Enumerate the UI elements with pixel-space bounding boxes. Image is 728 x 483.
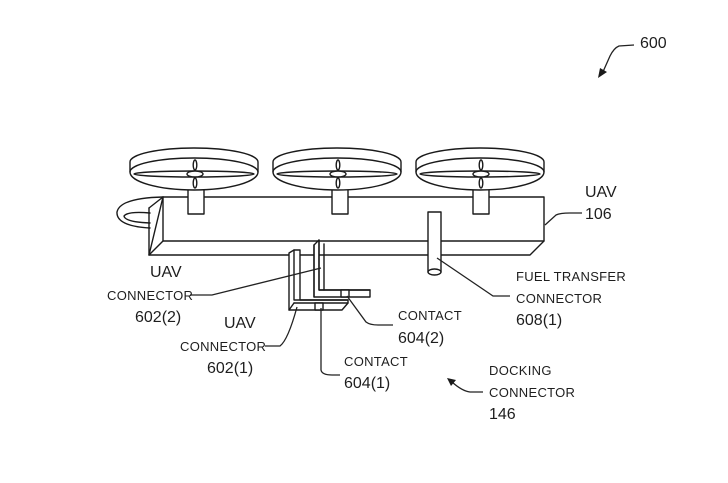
- uav-connector-1-label-type: CONNECTOR: [180, 339, 267, 354]
- uav-connector-602-2: [313, 239, 371, 298]
- uav-connector-2-label-type: CONNECTOR: [107, 288, 194, 303]
- uav-connector-602-1: [288, 249, 349, 311]
- uav-connector-1-label-number: 602(1): [207, 360, 254, 377]
- docking-connector-label-type: CONNECTOR: [489, 385, 576, 400]
- fuel-transfer-label-title: FUEL TRANSFER: [516, 269, 627, 284]
- rotor-2: [272, 147, 402, 191]
- uav-label-number: 106: [585, 206, 612, 223]
- uav-connector-2-label-title: UAV: [150, 264, 182, 281]
- figure-reference-arrow: [598, 44, 635, 78]
- uav-body: [148, 196, 545, 256]
- contact-2-label-title: CONTACT: [398, 308, 462, 323]
- fuel-transfer-label-type: CONNECTOR: [516, 291, 603, 306]
- figure-reference-label: 600: [640, 35, 667, 52]
- docking-connector-label-number: 146: [489, 406, 516, 423]
- uav-connector-2-label-number: 602(2): [135, 309, 182, 326]
- rotor-3: [415, 147, 545, 191]
- docking-connector-label-title: DOCKING: [489, 363, 552, 378]
- contact-2-label-number: 604(2): [398, 330, 445, 347]
- contact-1-label-number: 604(1): [344, 375, 391, 392]
- rotor-1: [129, 147, 259, 191]
- fuel-transfer-label-number: 608(1): [516, 312, 563, 329]
- fuel-transfer-connector: [427, 211, 442, 276]
- leader-lines: [190, 212, 582, 393]
- contact-1-label-title: CONTACT: [344, 354, 408, 369]
- tail-loop: [116, 196, 164, 229]
- uav-label-title: UAV: [585, 184, 617, 201]
- uav-connector-1-label-title: UAV: [224, 315, 256, 332]
